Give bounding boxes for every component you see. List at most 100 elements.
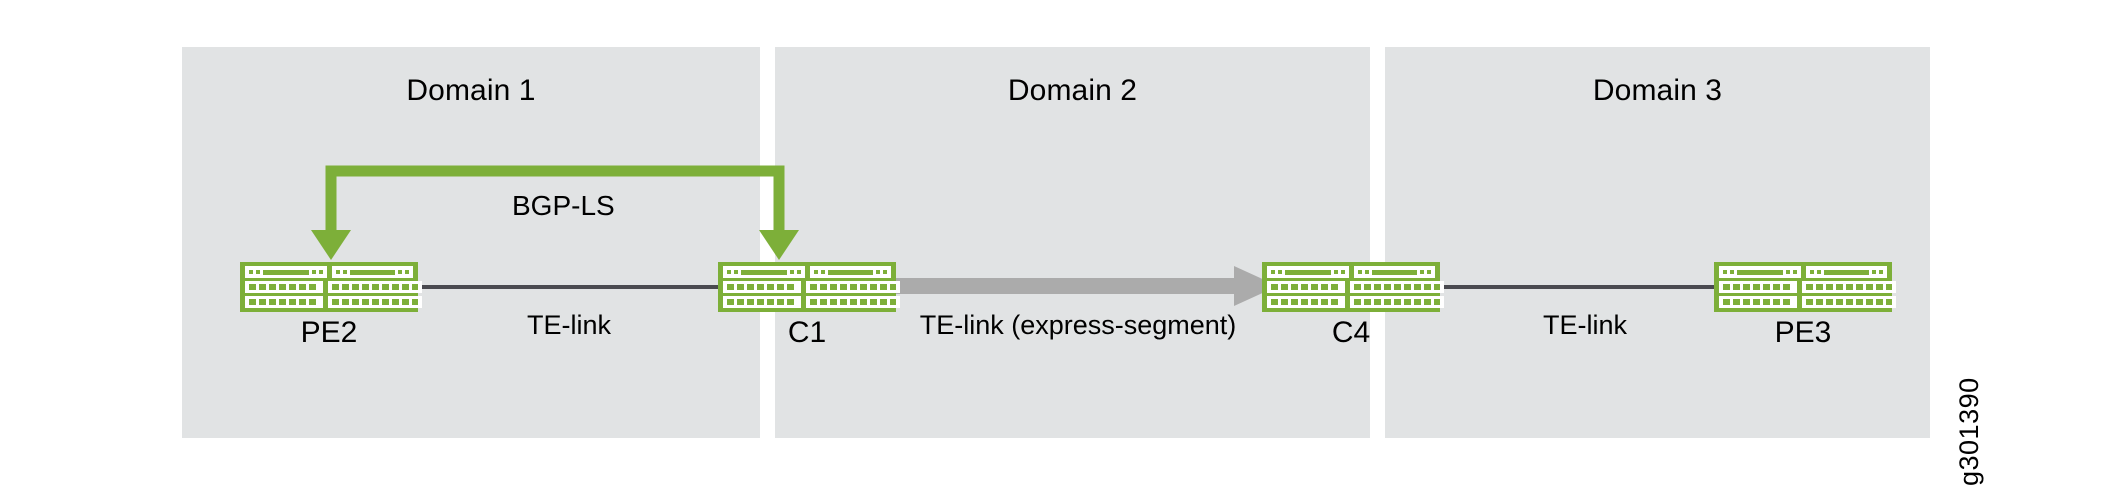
router-row-top (723, 266, 891, 278)
led-indicator (734, 270, 738, 274)
router-port-panel (328, 281, 422, 293)
router-port-panel (1719, 266, 1801, 278)
router-icon-c1[interactable]: C1 (718, 262, 900, 349)
router-port-panel (1267, 296, 1345, 308)
led-indicator (335, 270, 340, 274)
router-icon-pe2[interactable]: PE2 (240, 262, 422, 349)
led-indicator (318, 270, 323, 274)
domain-panel-1: Domain 1 (182, 47, 760, 438)
router-port-panel (1719, 281, 1797, 293)
led-indicator (342, 270, 347, 274)
led-indicator (796, 270, 801, 274)
led-indicator (1723, 270, 1727, 274)
port-bar (349, 269, 395, 275)
led-indicator (1816, 270, 1821, 274)
link-label-te-link-1: TE-link (526, 310, 611, 340)
figure-id-label: g301390 (1954, 377, 1984, 486)
router-port-panel (1350, 281, 1444, 293)
router-icon-pe3[interactable]: PE3 (1714, 262, 1896, 349)
router-port-panel (1802, 281, 1896, 293)
port-strip (249, 284, 319, 290)
led-indicator (1809, 270, 1814, 274)
link-label-express-segment: TE-link (express-segment) (919, 310, 1237, 340)
device-label-pe2: PE2 (300, 316, 358, 349)
router-port-panel (331, 266, 413, 278)
router-port-panel (245, 266, 327, 278)
domain-title-2: Domain 2 (1007, 74, 1138, 107)
router-port-panel (1805, 266, 1887, 278)
led-indicator (249, 270, 253, 274)
port-strip (1723, 284, 1793, 290)
domain-panel-2: Domain 2 (775, 47, 1370, 438)
port-strip (1271, 284, 1341, 290)
port-bar (827, 269, 873, 275)
router-port-panel (1350, 296, 1444, 308)
router-port-panel (806, 296, 900, 308)
led-indicator (727, 270, 731, 274)
port-strip (1271, 299, 1341, 305)
router-port-panel (723, 281, 801, 293)
led-indicator (1427, 270, 1431, 274)
port-bar (263, 269, 309, 275)
led-indicator (883, 270, 887, 274)
port-strip (727, 299, 797, 305)
te-link-line-pe2-c1 (414, 285, 724, 289)
led-indicator (1785, 270, 1790, 274)
router-icon-c4[interactable]: C4 (1262, 262, 1444, 349)
port-strip (1354, 284, 1440, 290)
router-port-panel (723, 266, 805, 278)
port-strip (1806, 299, 1892, 305)
led-indicator (876, 270, 880, 274)
domain-title-3: Domain 3 (1592, 74, 1723, 107)
router-row-bottom (1719, 296, 1896, 308)
router-port-panel (809, 266, 891, 278)
port-bar (1285, 269, 1331, 275)
port-strip (332, 299, 418, 305)
led-indicator (1271, 270, 1275, 274)
router-row-bottom (245, 296, 422, 308)
router-port-panel (1267, 281, 1345, 293)
router-port-panel (328, 296, 422, 308)
port-strip (727, 284, 797, 290)
router-row-top (245, 266, 413, 278)
router-row-bottom (723, 296, 900, 308)
router-port-panel (1802, 296, 1896, 308)
bgp-ls-arrow (305, 160, 805, 265)
led-indicator (789, 270, 794, 274)
router-port-panel (245, 296, 323, 308)
router-row-middle (1267, 281, 1444, 293)
router-row-middle (1719, 281, 1896, 293)
led-indicator (813, 270, 818, 274)
led-indicator (1730, 270, 1734, 274)
led-indicator (1420, 270, 1424, 274)
express-segment-arrow (876, 265, 1278, 307)
router-row-bottom (1267, 296, 1444, 308)
led-indicator (1278, 270, 1282, 274)
led-indicator (398, 270, 402, 274)
port-strip (1723, 299, 1793, 305)
led-indicator (820, 270, 825, 274)
device-label-pe3: PE3 (1774, 316, 1832, 349)
router-port-panel (723, 296, 801, 308)
port-strip (810, 299, 896, 305)
port-strip (1354, 299, 1440, 305)
domain-panel-3: Domain 3 (1385, 47, 1930, 438)
led-indicator (1364, 270, 1369, 274)
led-indicator (1879, 270, 1883, 274)
router-port-panel (1267, 266, 1349, 278)
led-indicator (1357, 270, 1362, 274)
port-strip (810, 284, 896, 290)
led-indicator (256, 270, 260, 274)
domain-title-1: Domain 1 (406, 74, 536, 107)
port-strip (249, 299, 319, 305)
port-bar (1737, 269, 1783, 275)
port-bar (1823, 269, 1869, 275)
port-bar (741, 269, 787, 275)
device-label-c4: C4 (1331, 316, 1371, 349)
port-strip (1806, 284, 1892, 290)
te-link-line-c4-pe3 (1436, 285, 1734, 289)
router-port-panel (1719, 296, 1797, 308)
bgp-ls-label: BGP-LS (512, 190, 615, 221)
led-indicator (1340, 270, 1345, 274)
